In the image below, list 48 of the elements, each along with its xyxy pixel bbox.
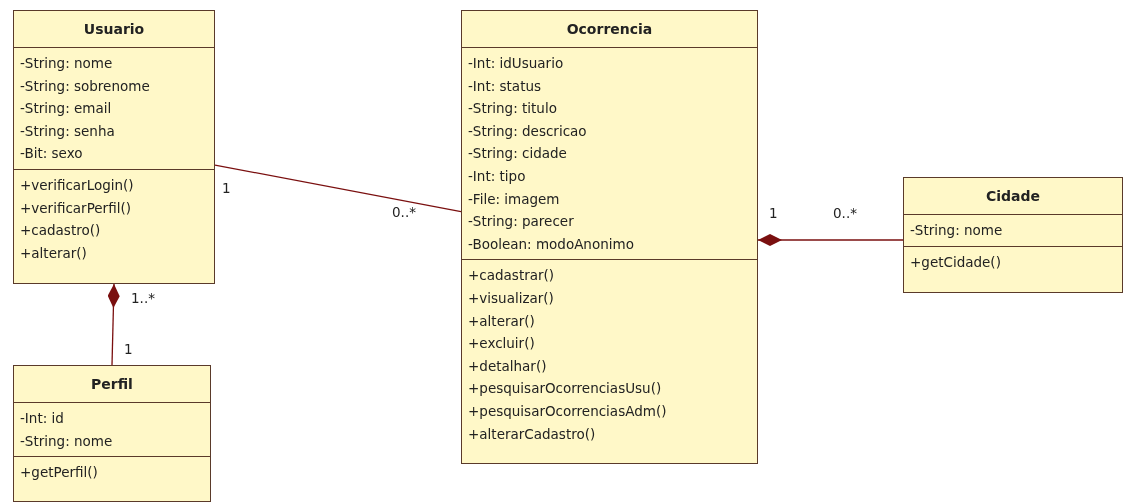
class-box: [13, 365, 211, 502]
multiplicity-label: 0..*: [833, 205, 857, 221]
method-text: +pesquisarOcorrenciasAdm(): [468, 401, 667, 421]
attribute-text: -String: parecer: [468, 212, 574, 232]
method-text: +alterar(): [20, 243, 87, 263]
method-text: +alterar(): [468, 311, 535, 331]
composition-line: [757, 234, 904, 246]
attribute-text: -String: nome: [910, 221, 1003, 240]
attribute-text: -String: descricao: [468, 121, 587, 141]
method-text: +getPerfil(): [20, 463, 98, 483]
composition-line: [107, 283, 120, 366]
class-box: [13, 10, 215, 284]
attribute-text: -String: sobrenome: [20, 76, 150, 96]
attribute-text: -Boolean: modoAnonimo: [468, 234, 634, 254]
method-text: +getCidade(): [910, 252, 1001, 272]
attribute-text: -String: cidade: [468, 144, 567, 164]
method-text: +visualizar(): [468, 288, 554, 308]
method-text: +cadastrar(): [468, 266, 555, 286]
multiplicity-label: 1: [222, 180, 231, 196]
attribute-text: -String: nome: [20, 431, 113, 451]
attribute-text: -Int: id: [20, 409, 64, 428]
attribute-text: -String: email: [20, 99, 112, 119]
attribute-text: -Int: tipo: [468, 166, 526, 186]
attribute-text: -Int: idUsuario: [468, 54, 564, 73]
multiplicity-label: 1: [769, 205, 778, 221]
attribute-text: -String: nome: [20, 54, 113, 73]
class-name: Cidade: [985, 188, 1041, 204]
attribute-text: -Bit: sexo: [20, 144, 83, 164]
attribute-text: -String: titulo: [468, 99, 557, 119]
attribute-text: -File: imagem: [468, 189, 560, 209]
method-text: +verificarPerfil(): [20, 198, 131, 218]
attribute-text: -String: senha: [20, 121, 115, 141]
association-line: [214, 164, 462, 213]
method-text: +cadastro(): [20, 221, 101, 241]
method-text: +verificarLogin(): [20, 175, 134, 195]
method-text: +pesquisarOcorrenciasUsu(): [468, 379, 662, 399]
multiplicity-label: 0..*: [392, 204, 416, 220]
method-text: +excluir(): [468, 334, 535, 354]
class-name: Ocorrencia: [566, 21, 653, 37]
class-box: [903, 177, 1123, 293]
multiplicity-label: 1: [124, 341, 133, 357]
class-box: [461, 10, 758, 464]
multiplicity-label: 1..*: [131, 290, 155, 306]
method-text: +alterarCadastro(): [468, 424, 596, 444]
attribute-text: -Int: status: [468, 76, 542, 96]
class-name: Perfil: [91, 376, 133, 392]
method-text: +detalhar(): [468, 356, 547, 376]
class-name: Usuario: [83, 21, 145, 37]
